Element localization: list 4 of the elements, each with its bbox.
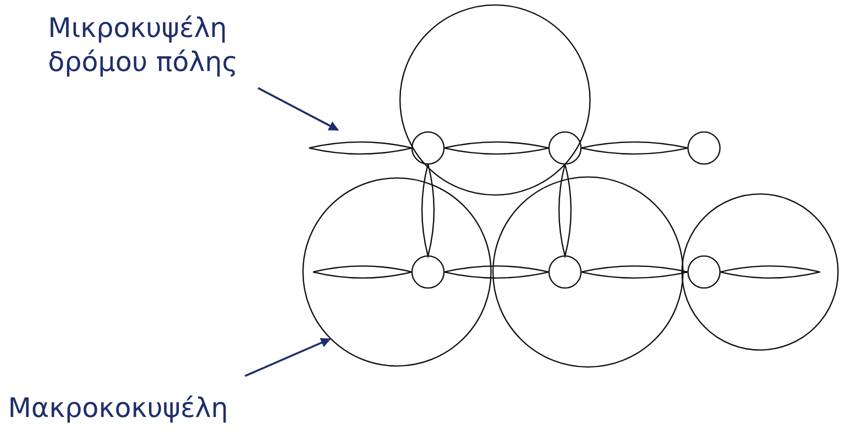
leader-arrow	[258, 87, 339, 131]
callout-label: Μικροκυψέλη δρόμου πόλης	[48, 12, 239, 80]
leader-arrow	[244, 338, 331, 377]
callout-label: Μακροκοκυψέλη	[8, 392, 230, 426]
